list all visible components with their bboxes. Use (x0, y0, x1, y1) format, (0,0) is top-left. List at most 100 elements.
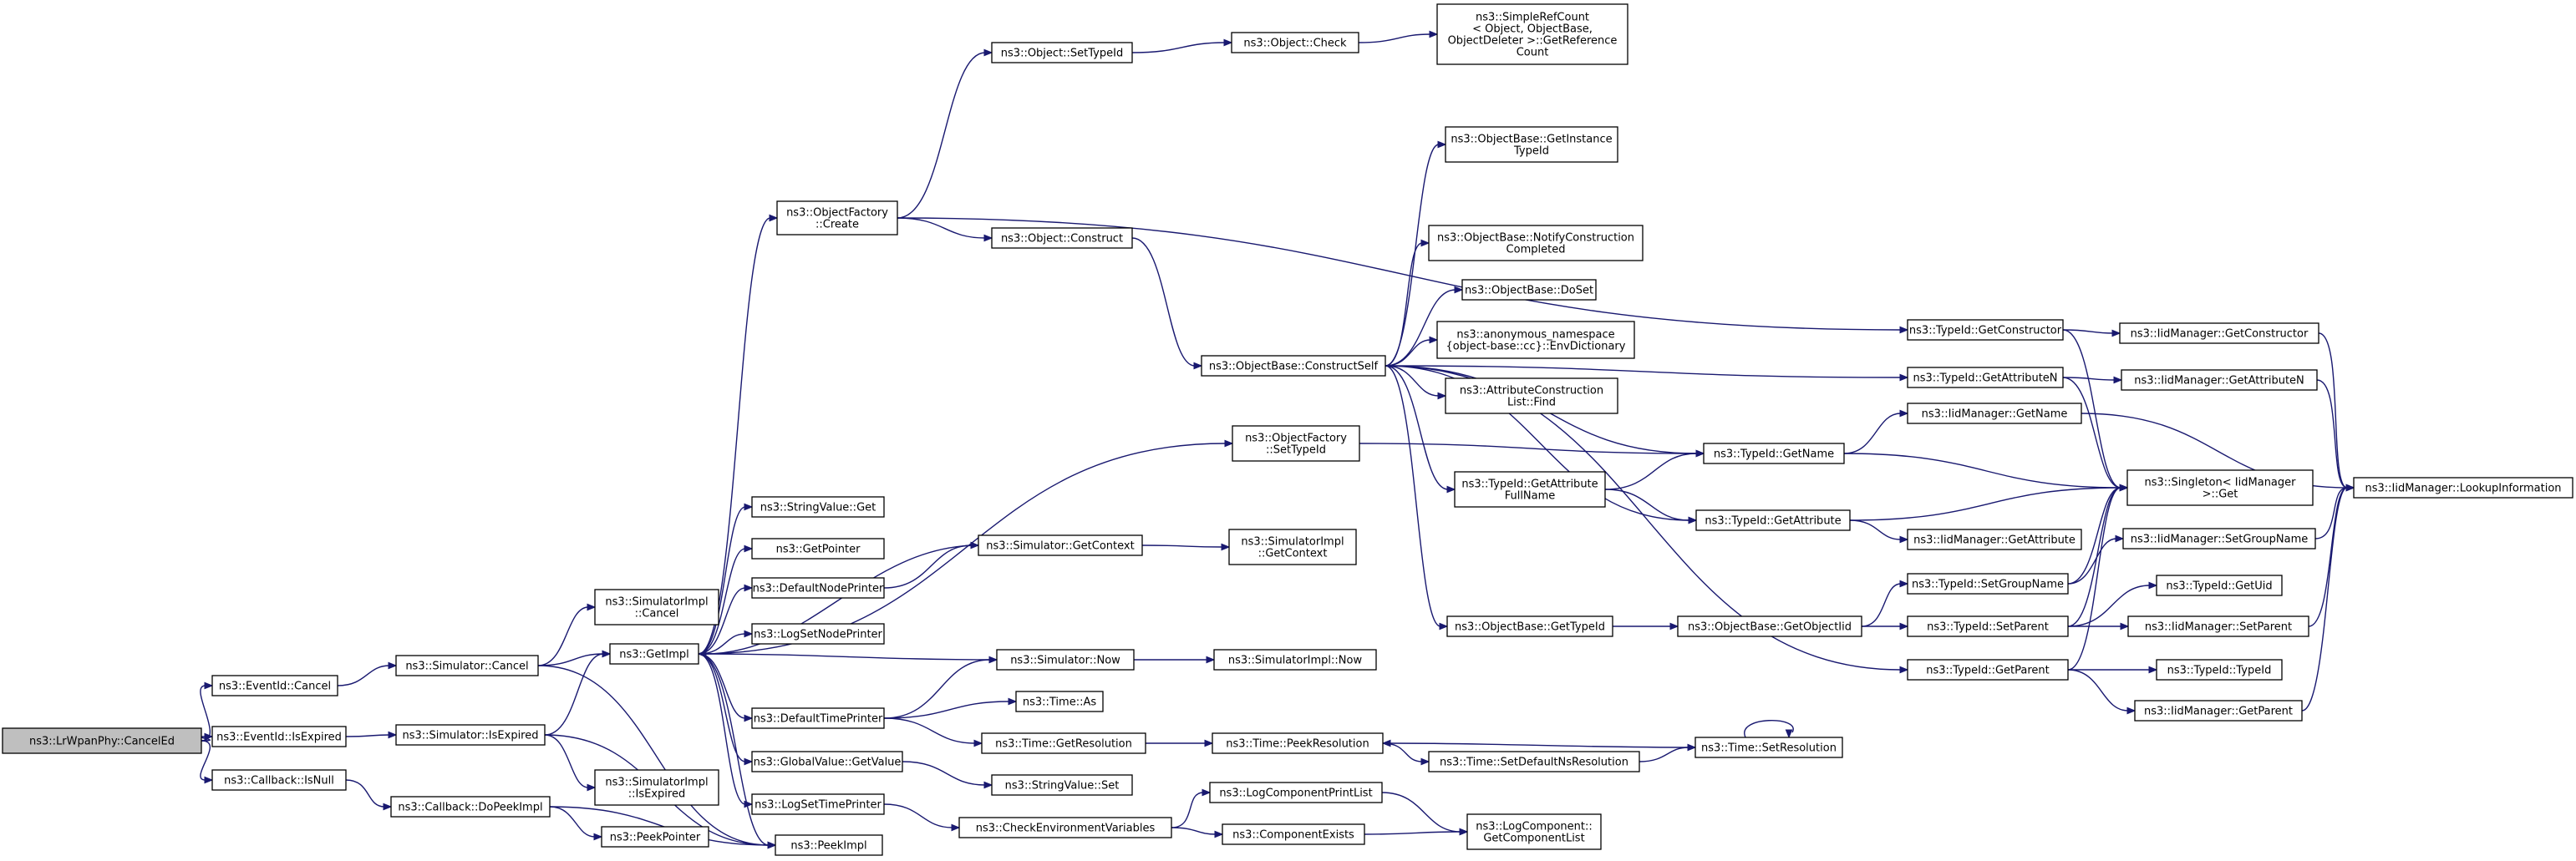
node-label: ns3::StringValue::Set (1005, 780, 1120, 793)
function-node[interactable]: ns3::Object::Construct (991, 227, 1133, 249)
call-edge (2318, 332, 2355, 492)
node-label: ns3::IidManager::GetConstructor (2131, 328, 2309, 341)
function-node[interactable]: ns3::IidManager::GetAttribute (1907, 529, 2082, 550)
function-node[interactable]: ns3::GetImpl (609, 643, 699, 665)
function-node[interactable]: ns3::StringValue::Set (991, 774, 1133, 796)
function-node[interactable]: ns3::SimulatorImpl::Cancel (594, 589, 719, 625)
node-label: ns3::TypeId::TypeId (2167, 665, 2272, 677)
function-node[interactable]: ns3::Time::SetResolution (1694, 737, 1843, 758)
node-box (1907, 615, 2069, 637)
node-box (958, 817, 1172, 838)
node-label: ns3::TypeId::GetAttribute (1461, 479, 1598, 491)
call-edge (544, 650, 612, 736)
node-box (1695, 509, 1851, 531)
function-node[interactable]: ns3::EventId::Cancel (211, 675, 338, 696)
node-label: Count (1517, 47, 1549, 59)
call-edge (897, 217, 993, 242)
function-node[interactable]: ns3::ObjectFactory::SetTypeId (1232, 425, 1360, 462)
function-node[interactable]: ns3::IidManager::SetGroupName (2122, 528, 2316, 550)
function-node[interactable]: ns3::SimulatorImpl::Now (1213, 649, 1377, 671)
node-label: ns3::IidManager::GetName (1922, 408, 2068, 421)
function-node[interactable]: ns3::LogSetTimePrinter (751, 793, 885, 815)
function-node[interactable]: ns3::Time::As (1015, 691, 1104, 712)
function-node[interactable]: ns3::DefaultNodePrinter (751, 577, 885, 599)
function-node[interactable]: ns3::TypeId::GetAttribute (1695, 509, 1851, 531)
node-label: >::Get (2203, 489, 2238, 501)
function-node[interactable]: ns3::TypeId::GetUid (2156, 575, 2283, 596)
function-node[interactable]: ns3::SimpleRefCount< Object, ObjectBase,… (1436, 3, 1628, 65)
function-node[interactable]: ns3::IidManager::GetAttributeN (2121, 369, 2318, 391)
function-node[interactable]: ns3::IidManager::LookupInformation (2353, 477, 2573, 499)
function-node[interactable]: ns3::anonymous_namespace{object-base::cc… (1436, 321, 1635, 359)
node-label: ns3::AttributeConstruction (1460, 385, 1603, 398)
node-label: {object-base::cc}::EnvDictionary (1446, 341, 1626, 353)
function-node[interactable]: ns3::Simulator::GetContext (978, 534, 1143, 556)
function-node[interactable]: ns3::Time::GetResolution (981, 732, 1146, 754)
node-label: ns3::TypeId::GetAttribute (1705, 515, 1841, 528)
function-node[interactable]: ns3::Simulator::Now (996, 649, 1135, 671)
function-node[interactable]: ns3::TypeId::GetParent (1907, 659, 2069, 681)
function-node[interactable]: ns3::ObjectBase::DoSet (1461, 279, 1597, 301)
node-label: ns3::LogSetTimePrinter (755, 799, 882, 812)
function-node[interactable]: ns3::IidManager::SetParent (2127, 615, 2309, 637)
function-node[interactable]: ns3::TypeId::GetAttributeN (1907, 367, 2064, 388)
node-label: ns3::Time::As (1023, 696, 1097, 709)
function-node[interactable]: ns3::Time::PeekResolution (1212, 732, 1384, 754)
function-node[interactable]: ns3::TypeId::TypeId (2156, 659, 2283, 681)
function-node[interactable]: ns3::IidManager::GetConstructor (2119, 322, 2319, 344)
function-node[interactable]: ns3::IidManager::GetParent (2134, 700, 2303, 722)
node-label: ns3::ObjectBase::NotifyConstruction (1437, 232, 1634, 245)
function-node[interactable]: ns3::TypeId::GetName (1703, 443, 1845, 464)
function-node[interactable]: ns3::SimulatorImpl::IsExpired (594, 769, 719, 806)
node-label: ns3::GetPointer (776, 544, 861, 556)
function-node[interactable]: ns3::Time::SetDefaultNsResolution (1428, 751, 1640, 772)
node-box (776, 200, 898, 236)
function-node[interactable]: ns3::LogComponent::GetComponentList (1466, 813, 1602, 850)
call-edge (902, 761, 993, 789)
function-node[interactable]: ns3::GlobalValue::GetValue (751, 751, 903, 772)
call-edge (2301, 484, 2355, 712)
function-node[interactable]: ns3::TypeId::SetParent (1907, 615, 2069, 637)
root-function-node[interactable]: ns3::LrWpanPhy::CancelEd (2, 727, 202, 754)
function-node[interactable]: ns3::ObjectBase::GetTypeId (1446, 615, 1613, 637)
node-label: ns3::ObjectBase::ConstructSelf (1209, 361, 1379, 373)
call-edge (2067, 484, 2129, 627)
node-label: < Object, ObjectBase, (1472, 23, 1593, 36)
function-node[interactable]: ns3::Callback::DoPeekImpl (390, 796, 551, 818)
function-node[interactable]: ns3::TypeId::GetConstructor (1907, 319, 2064, 341)
function-node[interactable]: ns3::StringValue::Get (751, 496, 885, 518)
function-node[interactable]: ns3::Singleton< IidManager>::Get (2126, 469, 2314, 506)
function-node[interactable]: ns3::Object::Check (1231, 32, 1359, 53)
function-node[interactable]: ns3::TypeId::SetGroupName (1907, 573, 2069, 595)
function-node[interactable]: ns3::EventId::IsExpired (211, 726, 347, 747)
function-node[interactable]: ns3::PeekImpl (775, 834, 883, 856)
node-label: ns3::LogComponentPrintList (1219, 788, 1372, 800)
function-node[interactable]: ns3::LogComponentPrintList (1209, 782, 1383, 803)
node-box (1209, 782, 1383, 803)
function-node[interactable]: ns3::ObjectBase::NotifyConstructionCompl… (1428, 225, 1644, 261)
function-node[interactable]: ns3::PeekPointer (601, 826, 709, 848)
function-node[interactable]: ns3::DefaultTimePrinter (751, 707, 885, 729)
function-node[interactable]: ns3::ObjectBase::ConstructSelf (1201, 355, 1386, 377)
function-node[interactable]: ns3::Object::SetTypeId (991, 42, 1133, 63)
node-box (1213, 649, 1377, 671)
function-node[interactable]: ns3::ComponentExists (1222, 823, 1365, 845)
call-edge (1849, 519, 1909, 544)
call-edge (1358, 30, 1439, 43)
node-box (1703, 443, 1845, 464)
function-node[interactable]: ns3::CheckEnvironmentVariables (958, 817, 1172, 838)
call-edge (1131, 38, 1233, 53)
call-edge (1604, 489, 1698, 524)
function-node[interactable]: ns3::ObjectFactory::Create (776, 200, 898, 236)
function-node[interactable]: ns3::ObjectBase::GetObjectIid (1677, 615, 1862, 637)
function-node[interactable]: ns3::IidManager::GetName (1907, 403, 2082, 424)
function-node[interactable]: ns3::SimulatorImpl::GetContext (1228, 529, 1357, 565)
function-node[interactable]: ns3::LogSetNodePrinter (751, 623, 885, 645)
function-node[interactable]: ns3::Simulator::IsExpired (395, 724, 546, 746)
function-node[interactable]: ns3::Simulator::Cancel (395, 655, 539, 676)
function-node[interactable]: ns3::GetPointer (751, 538, 885, 560)
function-node[interactable]: ns3::Callback::IsNull (211, 769, 347, 791)
